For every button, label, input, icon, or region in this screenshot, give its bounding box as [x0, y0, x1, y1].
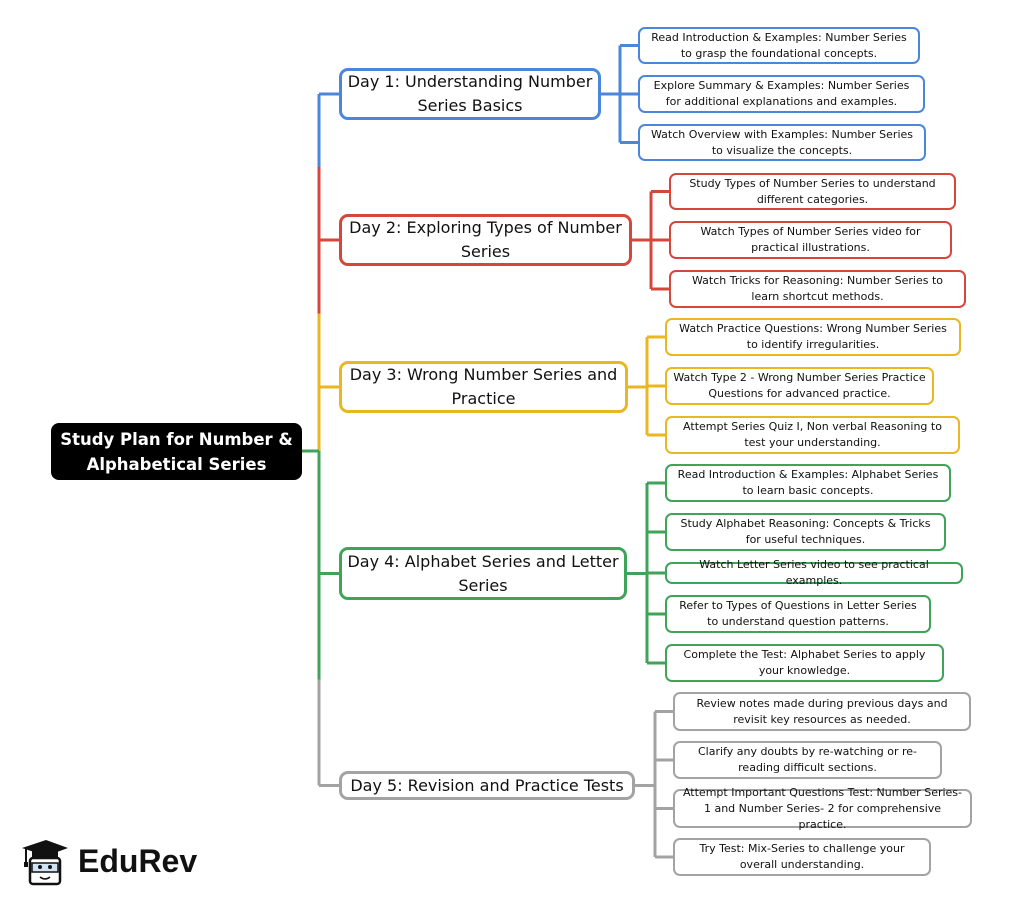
task-node: Watch Overview with Examples: Number Ser… — [638, 124, 926, 161]
task-node: Study Alphabet Reasoning: Concepts & Tri… — [665, 513, 946, 551]
root-node: Study Plan for Number & Alphabetical Ser… — [51, 423, 302, 480]
day-2-node: Day 2: Exploring Types of Number Series — [339, 214, 632, 266]
task-text: Attempt Series Quiz I, Non verbal Reason… — [683, 420, 942, 449]
task-text: Clarify any doubts by re-watching or re-… — [697, 745, 918, 774]
edurev-logo: EduRev — [18, 836, 197, 886]
task-text: Watch Types of Number Series video for p… — [700, 225, 921, 254]
day-title: Day 4: Alphabet Series and Letter Series — [347, 551, 619, 595]
task-node: Watch Practice Questions: Wrong Number S… — [665, 318, 961, 356]
task-node: Watch Tricks for Reasoning: Number Serie… — [669, 270, 966, 308]
day-title: Day 1: Understanding Number Series Basic… — [347, 72, 593, 115]
task-text: Watch Overview with Examples: Number Ser… — [650, 127, 914, 157]
task-node: Study Types of Number Series to understa… — [669, 173, 956, 210]
task-node: Attempt Important Questions Test: Number… — [673, 786, 972, 831]
task-node: Refer to Types of Questions in Letter Se… — [665, 595, 931, 633]
day-title: Day 5: Revision and Practice Tests — [350, 775, 624, 795]
logo-text: EduRev — [78, 842, 198, 879]
task-text: Read Introduction & Examples: Number Ser… — [651, 30, 907, 60]
task-text: Study Alphabet Reasoning: Concepts & Tri… — [680, 517, 931, 546]
task-node: Review notes made during previous days a… — [673, 692, 971, 731]
task-node: Read Introduction & Examples: Number Ser… — [638, 27, 920, 64]
task-node: Watch Type 2 - Wrong Number Series Pract… — [665, 367, 934, 405]
task-text: Explore Summary & Examples: Number Serie… — [653, 79, 910, 108]
task-text: Watch Letter Series video to see practic… — [699, 558, 929, 587]
day-1-node: Day 1: Understanding Number Series Basic… — [339, 68, 601, 120]
task-text: Watch Type 2 - Wrong Number Series Pract… — [673, 371, 926, 400]
graduation-cap-icon — [22, 840, 68, 886]
task-text: Review notes made during previous days a… — [696, 696, 948, 726]
task-node: Clarify any doubts by re-watching or re-… — [673, 741, 942, 779]
task-node: Watch Letter Series video to see practic… — [665, 558, 963, 587]
task-text: Study Types of Number Series to understa… — [689, 176, 936, 206]
day-3-node: Day 3: Wrong Number Series and Practice — [339, 361, 628, 413]
task-node: Attempt Series Quiz I, Non verbal Reason… — [665, 416, 960, 454]
task-text: Complete the Test: Alphabet Series to ap… — [683, 648, 926, 677]
task-node: Explore Summary & Examples: Number Serie… — [638, 75, 925, 113]
task-node: Watch Types of Number Series video for p… — [669, 221, 952, 259]
task-node: Read Introduction & Examples: Alphabet S… — [665, 464, 951, 502]
task-text: Attempt Important Questions Test: Number… — [682, 785, 963, 831]
day-5-node: Day 5: Revision and Practice Tests — [339, 771, 635, 800]
day-title: Day 3: Wrong Number Series and Practice — [349, 365, 618, 408]
task-text: Read Introduction & Examples: Alphabet S… — [677, 468, 939, 497]
task-text: Watch Practice Questions: Wrong Number S… — [679, 322, 947, 351]
task-text: Watch Tricks for Reasoning: Number Serie… — [691, 274, 944, 303]
task-text: Refer to Types of Questions in Letter Se… — [679, 599, 917, 628]
day-title: Day 2: Exploring Types of Number Series — [349, 218, 622, 261]
task-node: Try Test: Mix-Series to challenge your o… — [673, 838, 931, 876]
day-4-node: Day 4: Alphabet Series and Letter Series — [339, 547, 627, 600]
root-title: Study Plan for Number & Alphabetical Ser… — [60, 429, 293, 474]
task-node: Complete the Test: Alphabet Series to ap… — [665, 644, 944, 682]
task-text: Try Test: Mix-Series to challenge your o… — [699, 842, 905, 871]
